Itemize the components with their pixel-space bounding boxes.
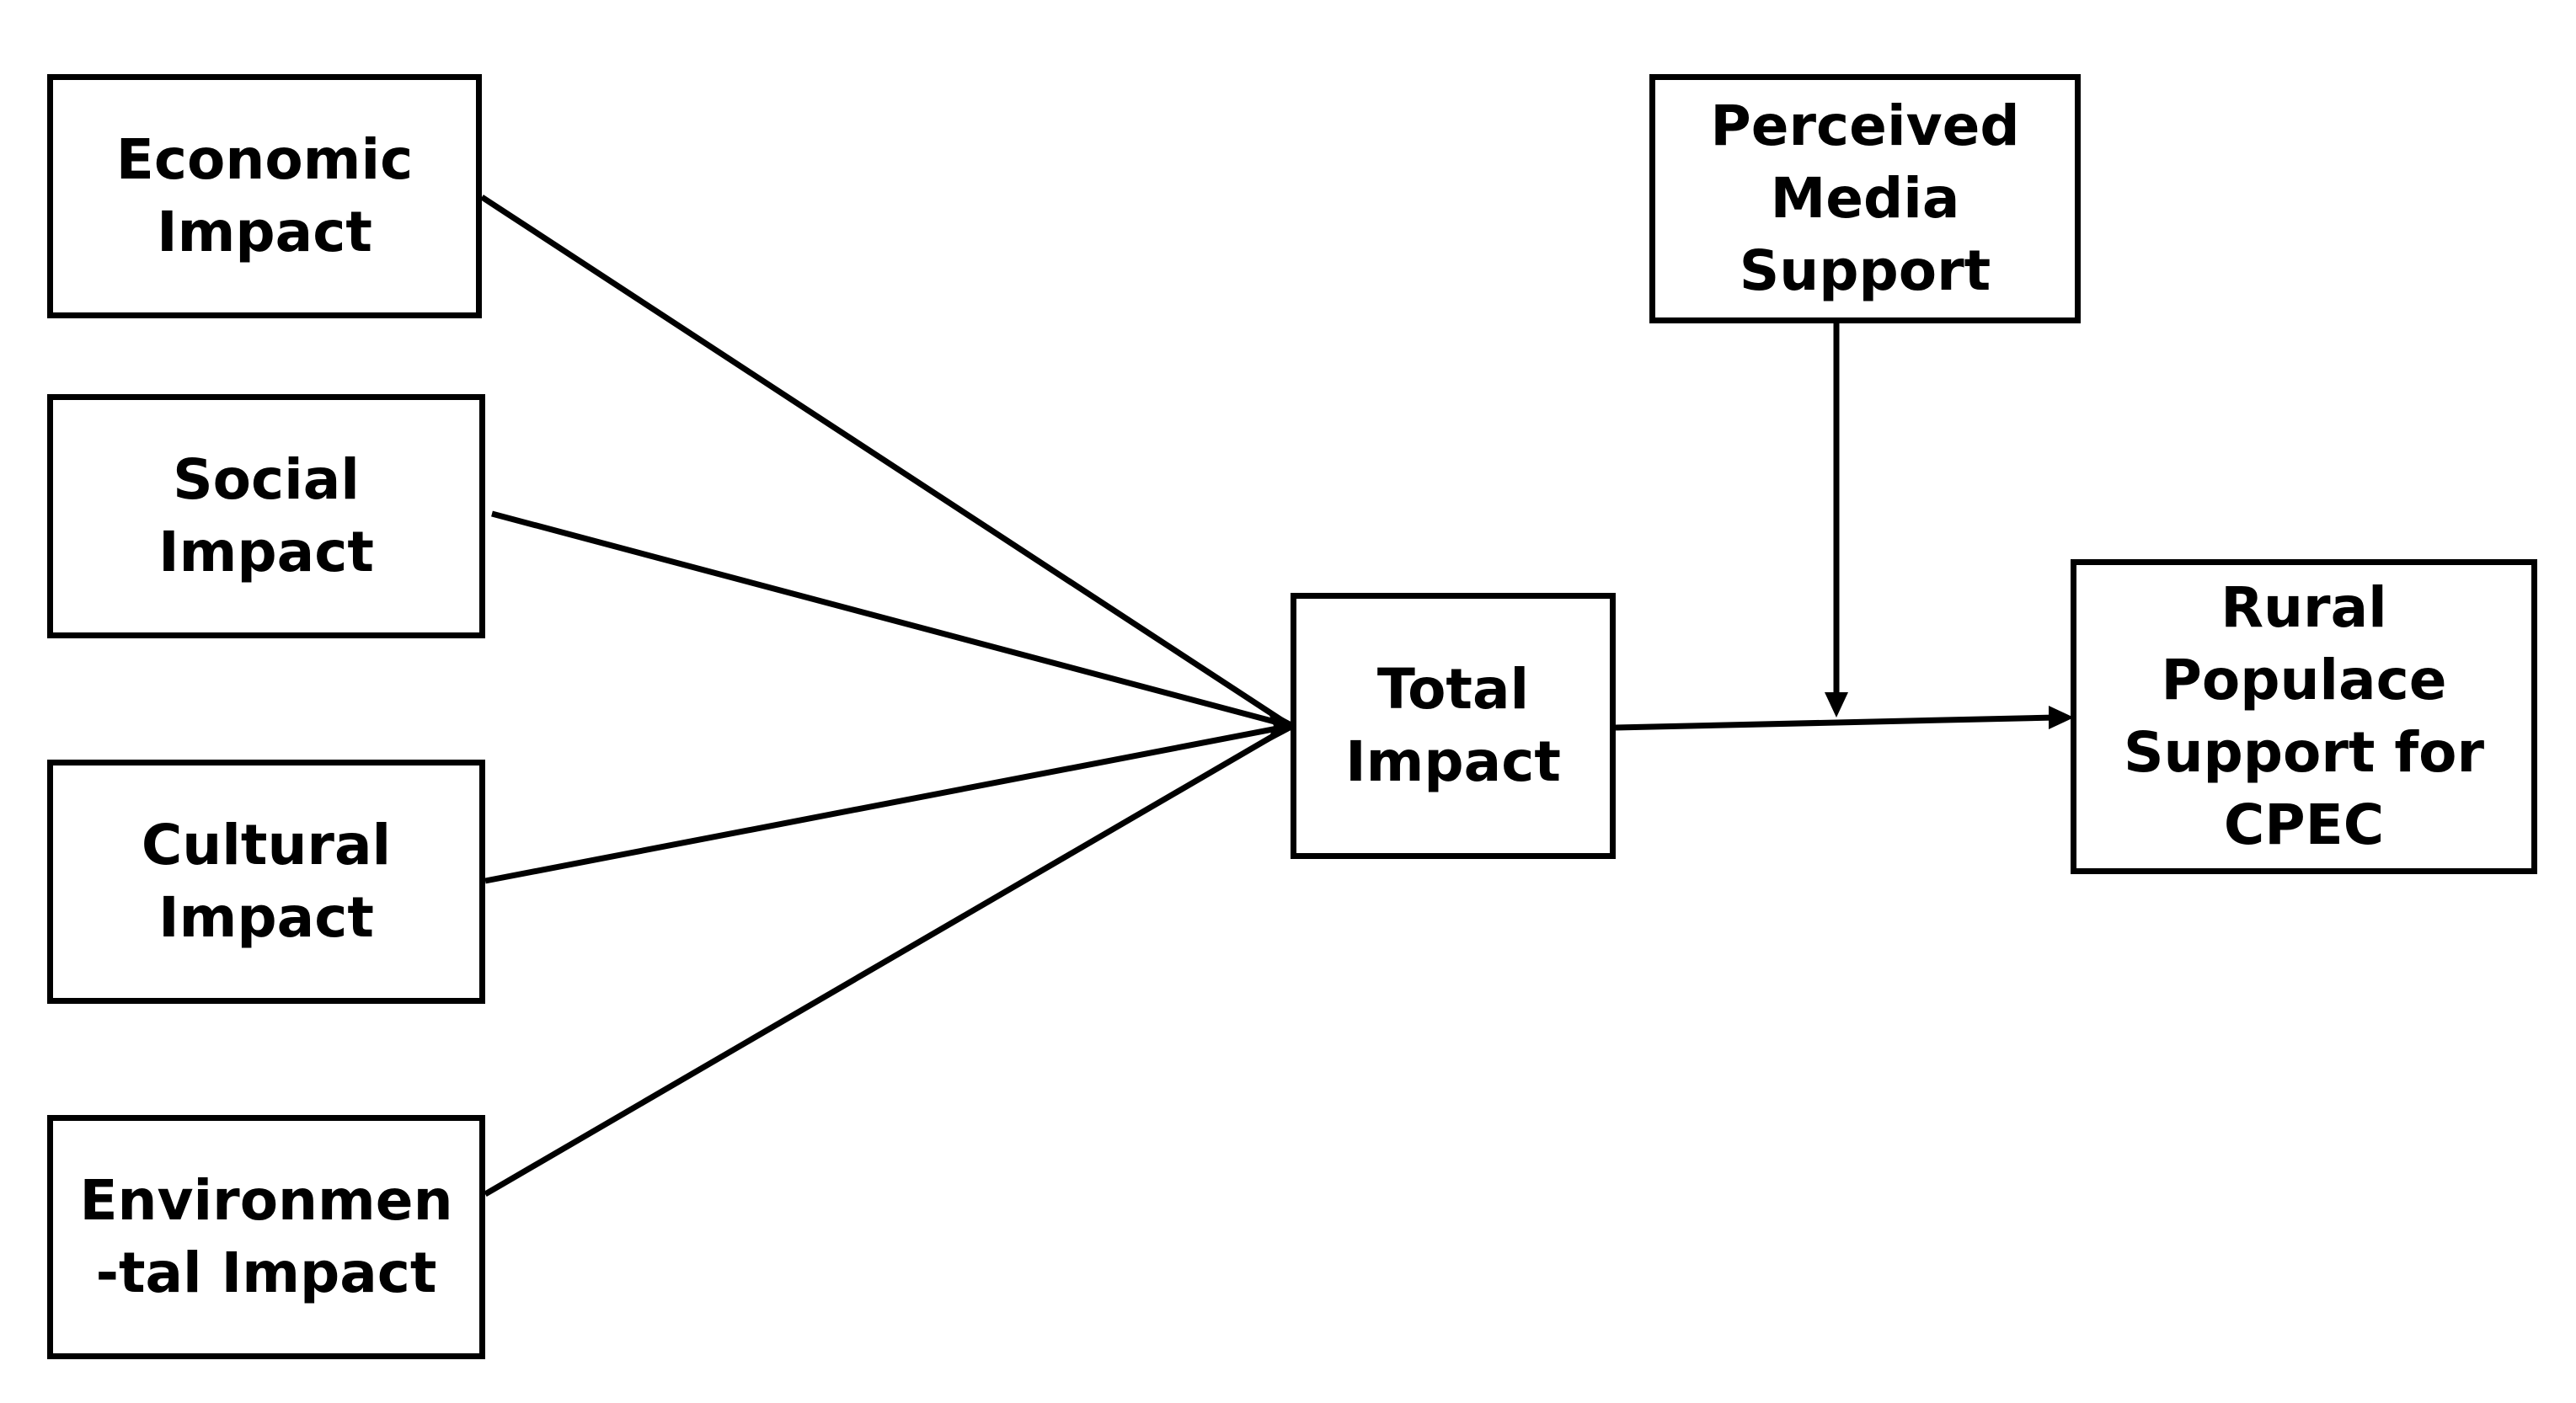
edge-social-to-total bbox=[491, 510, 1291, 729]
edge-cultural-to-total bbox=[484, 723, 1291, 884]
arrowhead-into-path bbox=[1825, 692, 1848, 718]
node-cultural-impact: Cultural Impact bbox=[47, 760, 485, 1004]
node-rural-populace-support: Rural Populace Support for CPEC bbox=[2071, 559, 2537, 874]
edge-economic-to-total bbox=[480, 195, 1292, 728]
node-economic-impact: Economic Impact bbox=[47, 74, 482, 318]
node-label-rural-populace-support: Rural Populace Support for CPEC bbox=[2123, 575, 2485, 857]
edge-environmental-to-total bbox=[484, 723, 1292, 1198]
node-label-social-impact: Social Impact bbox=[158, 447, 374, 584]
node-label-perceived-media-support: Perceived Media Support bbox=[1710, 93, 2020, 303]
arrowhead-into-rural bbox=[2049, 706, 2074, 729]
node-label-cultural-impact: Cultural Impact bbox=[141, 813, 392, 950]
node-social-impact: Social Impact bbox=[47, 394, 485, 638]
node-total-impact: Total Impact bbox=[1291, 593, 1616, 859]
node-label-total-impact: Total Impact bbox=[1345, 657, 1561, 794]
edge-total-to-rural bbox=[1615, 714, 2056, 731]
node-label-economic-impact: Economic Impact bbox=[115, 127, 414, 264]
node-label-environmental-impact: Environmen -tal Impact bbox=[79, 1168, 453, 1305]
node-environmental-impact: Environmen -tal Impact bbox=[47, 1115, 485, 1359]
node-perceived-media-support: Perceived Media Support bbox=[1649, 74, 2081, 323]
arrowhead-into-total bbox=[1267, 709, 1299, 743]
